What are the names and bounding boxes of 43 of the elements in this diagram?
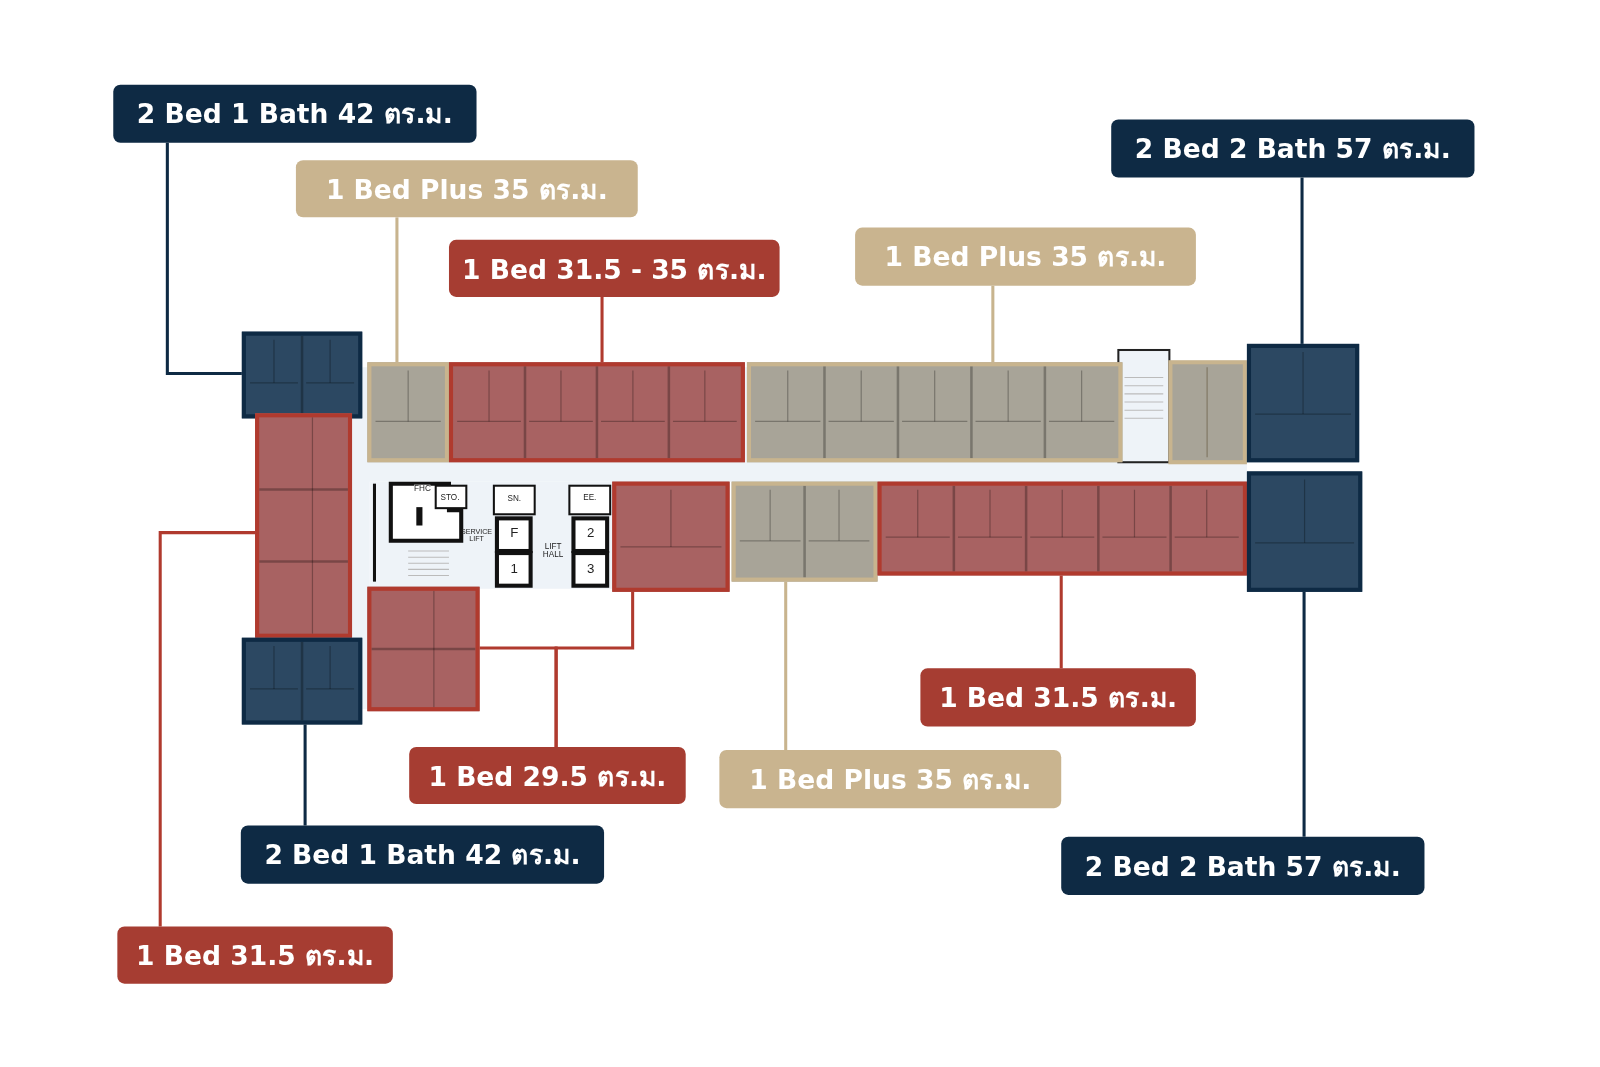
- unit-type-label: 1 Bed 29.5 ตร.ม.: [409, 746, 686, 805]
- apartment-unit: [241, 331, 363, 419]
- leader-line: [165, 142, 242, 375]
- apartment-unit: [255, 413, 353, 638]
- unit-type-label: 2 Bed 2 Bath 57 ตร.ม.: [1061, 836, 1425, 895]
- leader-line: [1302, 591, 1306, 837]
- apartment-unit: [241, 637, 363, 725]
- leader-line: [303, 724, 307, 826]
- apartment-unit: [612, 481, 730, 592]
- lift-number: 1: [510, 561, 518, 575]
- leader-line: [554, 591, 635, 747]
- unit-type-label: 2 Bed 1 Bath 42 ตร.ม.: [240, 825, 605, 884]
- unit-type-label: 1 Bed Plus 35 ตร.ม.: [855, 227, 1196, 286]
- unit-type-label: 1 Bed 31.5 - 35 ตร.ม.: [449, 239, 780, 297]
- leader-line: [784, 581, 788, 750]
- leader-line: [158, 531, 256, 927]
- unit-type-label: 1 Bed Plus 35 ตร.ม.: [719, 750, 1062, 809]
- apartment-unit: [1246, 343, 1360, 463]
- apartment-unit: [731, 481, 878, 582]
- room-label: FHC: [414, 484, 431, 493]
- room-label: LIFT HALL: [541, 542, 565, 560]
- room-label: EE.: [583, 493, 597, 503]
- room-label: SN.: [507, 494, 522, 504]
- unit-type-label: 1 Bed Plus 35 ตร.ม.: [295, 160, 638, 218]
- apartment-unit: [367, 362, 449, 463]
- unit-type-label: 1 Bed 31.5 ตร.ม.: [117, 926, 393, 984]
- leader-line: [395, 217, 399, 363]
- unit-type-label: 2 Bed 1 Bath 42 ตร.ม.: [113, 84, 477, 143]
- apartment-unit: [746, 362, 1123, 463]
- lift-number: F: [510, 526, 519, 540]
- lift-number: 2: [587, 526, 595, 540]
- leader-line: [600, 296, 604, 363]
- unit-type-label: 1 Bed 31.5 ตร.ม.: [920, 668, 1196, 727]
- leader-line: [1300, 177, 1304, 344]
- apartment-unit: [449, 362, 745, 463]
- room-label: STO.: [440, 493, 460, 503]
- apartment-unit: [1246, 471, 1363, 592]
- apartment-unit: [367, 586, 480, 712]
- leader-line: [991, 285, 995, 363]
- leader-line: [1059, 575, 1063, 669]
- apartment-unit: [877, 481, 1247, 576]
- lift-number: 3: [587, 561, 595, 575]
- unit-type-label: 2 Bed 2 Bath 57 ตร.ม.: [1111, 119, 1475, 178]
